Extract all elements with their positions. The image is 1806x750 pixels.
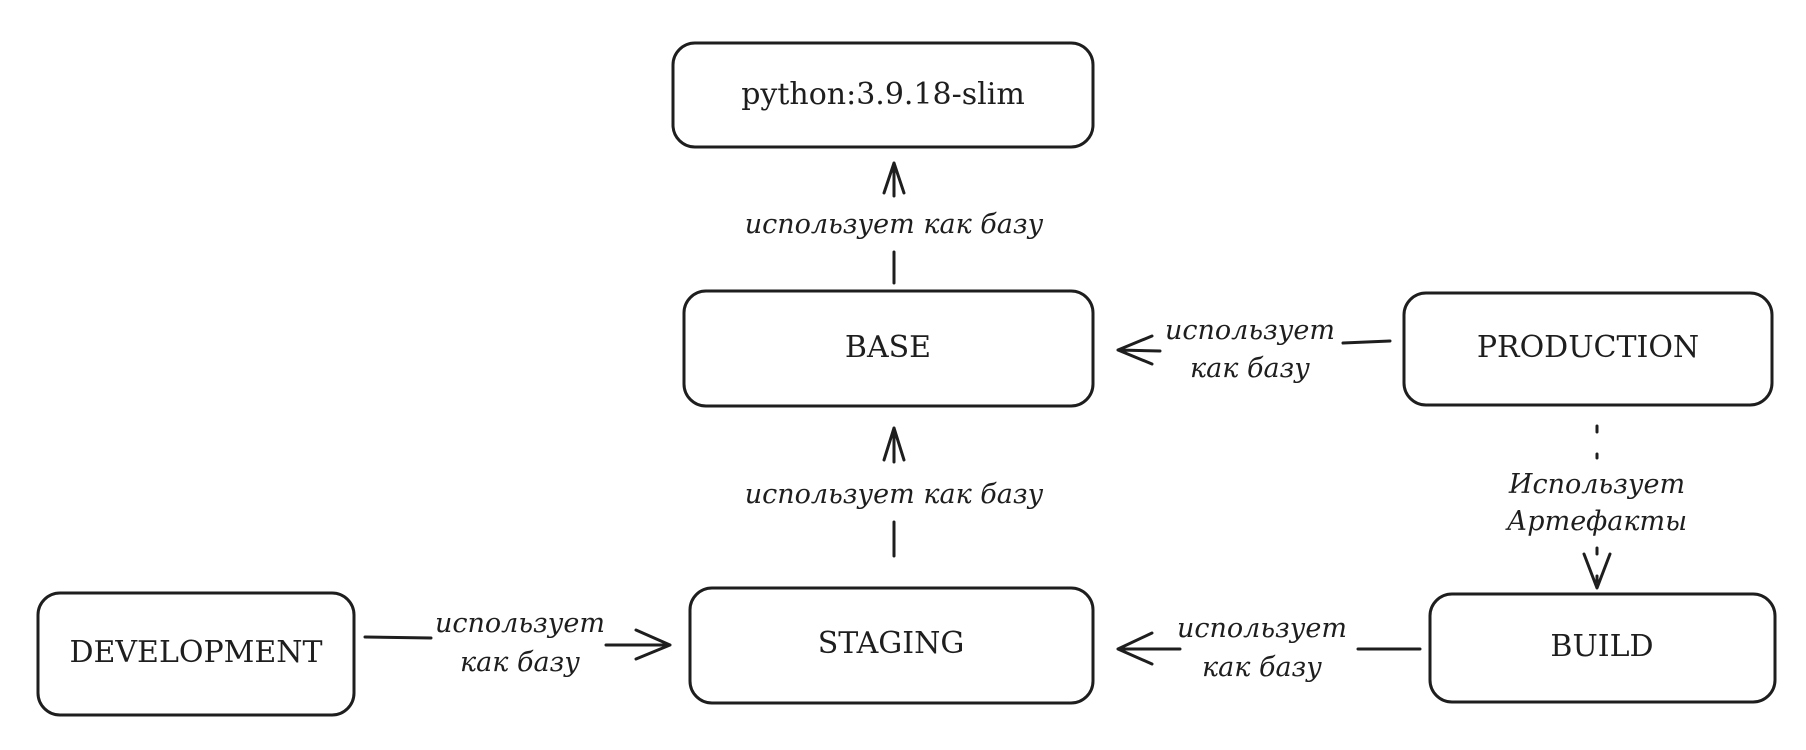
node-development-label: DEVELOPMENT [69, 635, 322, 670]
edge-base-to-python-label: использует как базу [745, 209, 1044, 240]
node-base-label: BASE [845, 330, 931, 365]
edge-development-to-staging-line [363, 635, 433, 640]
edge-staging-to-base: использует как базу [745, 426, 1044, 558]
node-build[interactable]: BUILD [1428, 592, 1777, 704]
node-base[interactable]: BASE [682, 289, 1095, 408]
node-staging[interactable]: STAGING [688, 586, 1095, 705]
edge-production-to-base-label-2: как базу [1190, 353, 1310, 384]
edge-build-to-staging: использует как базу [1116, 613, 1422, 683]
edge-production-to-base: использует как базу [1116, 315, 1392, 384]
edge-build-to-staging-label-1: использует [1177, 613, 1347, 644]
node-development[interactable]: DEVELOPMENT [36, 591, 356, 717]
node-production[interactable]: PRODUCTION [1402, 291, 1774, 407]
edge-development-to-staging-label-2: как базу [460, 647, 580, 678]
edge-build-to-staging-label-2: как базу [1202, 652, 1322, 683]
edge-production-to-build-label-2: Артефакты [1505, 506, 1687, 537]
node-python-label: python:3.9.18-slim [741, 77, 1025, 112]
edge-development-to-staging: использует как базу [363, 608, 672, 678]
node-staging-label: STAGING [818, 626, 965, 661]
arrow-up-icon [882, 161, 906, 198]
arrow-right-icon [604, 628, 672, 661]
arrow-left-icon [1116, 334, 1162, 366]
edge-development-to-staging-label-1: использует [435, 608, 605, 639]
edge-base-to-python: использует как базу [745, 161, 1044, 285]
arrow-up-icon [882, 426, 906, 464]
edge-staging-to-base-label: использует как базу [745, 479, 1044, 510]
edge-production-to-base-label-1: использует [1165, 315, 1335, 346]
edge-production-to-base-line [1341, 339, 1392, 345]
node-build-label: BUILD [1550, 629, 1653, 664]
edge-production-to-build: Использует Артефакты [1505, 424, 1687, 590]
node-production-label: PRODUCTION [1477, 330, 1699, 365]
edge-production-to-build-label-1: Использует [1508, 469, 1685, 500]
node-python[interactable]: python:3.9.18-slim [671, 41, 1095, 149]
arrow-left-icon [1116, 631, 1182, 666]
arrow-down-icon [1582, 552, 1612, 590]
